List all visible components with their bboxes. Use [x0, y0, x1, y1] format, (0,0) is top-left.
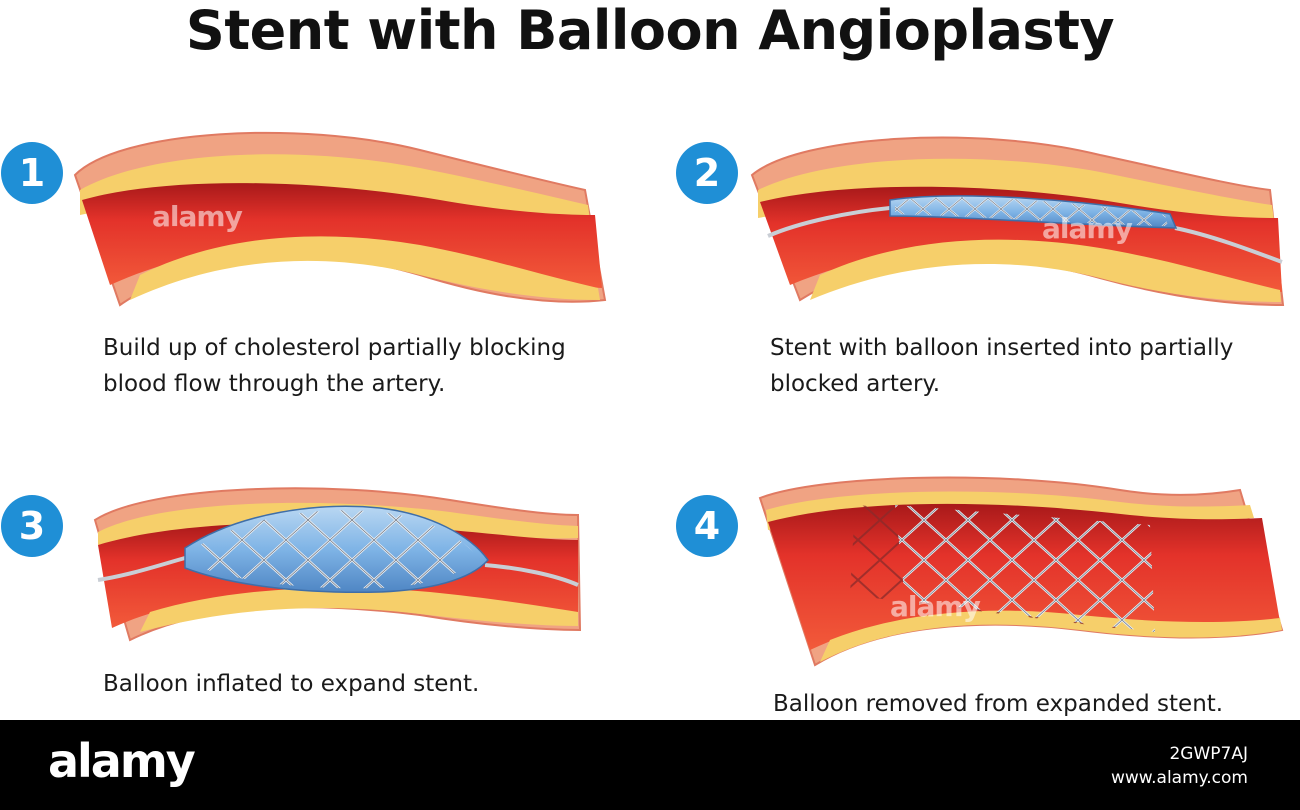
step-badge-4: 4	[676, 495, 738, 557]
step-badge-2: 2	[676, 142, 738, 204]
caption-line: Stent with balloon inserted into partial…	[770, 335, 1234, 361]
diagram-canvas	[73, 131, 1285, 667]
caption-line: blood flow through the artery.	[103, 371, 446, 397]
caption-line: Build up of cholesterol partially blocki…	[103, 335, 566, 361]
alamy-logo: alamy	[48, 734, 196, 788]
step-badge-3: 3	[1, 495, 63, 557]
step-4-caption: Balloon removed from expanded stent.	[773, 686, 1223, 722]
stent-front	[895, 505, 1155, 632]
plaque-lower	[140, 587, 578, 632]
plaque-lower	[820, 610, 1282, 662]
artery-illustration-1	[73, 131, 607, 307]
guide-wire	[767, 206, 1283, 264]
stent-expanded	[195, 510, 478, 589]
step-badge-1: 1	[1, 142, 63, 204]
plaque-lower	[130, 236, 600, 300]
site-url: www.alamy.com	[1110, 768, 1248, 788]
step-3-caption: Balloon inflated to expand stent.	[103, 666, 479, 702]
artery-illustration-3	[93, 487, 582, 642]
watermark: alamy	[152, 200, 243, 233]
watermark: alamy	[1042, 212, 1133, 245]
caption-line: Balloon removed from expanded stent.	[773, 691, 1224, 717]
watermark: alamy	[890, 590, 981, 623]
plaque-lower	[810, 239, 1281, 302]
guide-wire	[97, 556, 579, 587]
image-credit: 2GWP7AJ www.alamy.com	[1111, 742, 1248, 790]
image-id: 2GWP7AJ	[1169, 744, 1248, 764]
caption-line: Balloon inflated to expand stent.	[103, 671, 480, 697]
page-title: Stent with Balloon Angioplasty	[185, 0, 1115, 62]
step-2-caption: Stent with balloon inserted into partial…	[770, 330, 1233, 402]
caption-line: blocked artery.	[770, 371, 941, 397]
step-1-caption: Build up of cholesterol partially blocki…	[103, 330, 566, 402]
stent	[895, 197, 1168, 226]
artery-illustration-2	[750, 136, 1285, 307]
footer-bar: alamy 2GWP7AJ www.alamy.com	[0, 720, 1300, 810]
artery-illustration-4	[758, 476, 1284, 667]
